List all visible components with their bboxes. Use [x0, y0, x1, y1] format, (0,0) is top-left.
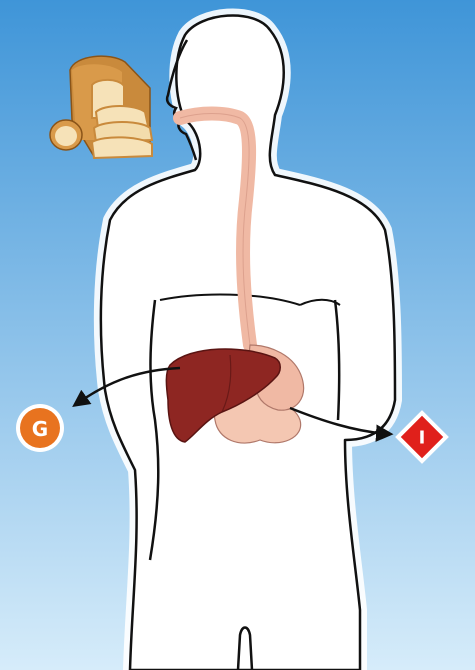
output-g-label: G — [32, 417, 48, 441]
output-i-label: I — [419, 428, 426, 449]
output-g-badge: G — [16, 404, 64, 452]
